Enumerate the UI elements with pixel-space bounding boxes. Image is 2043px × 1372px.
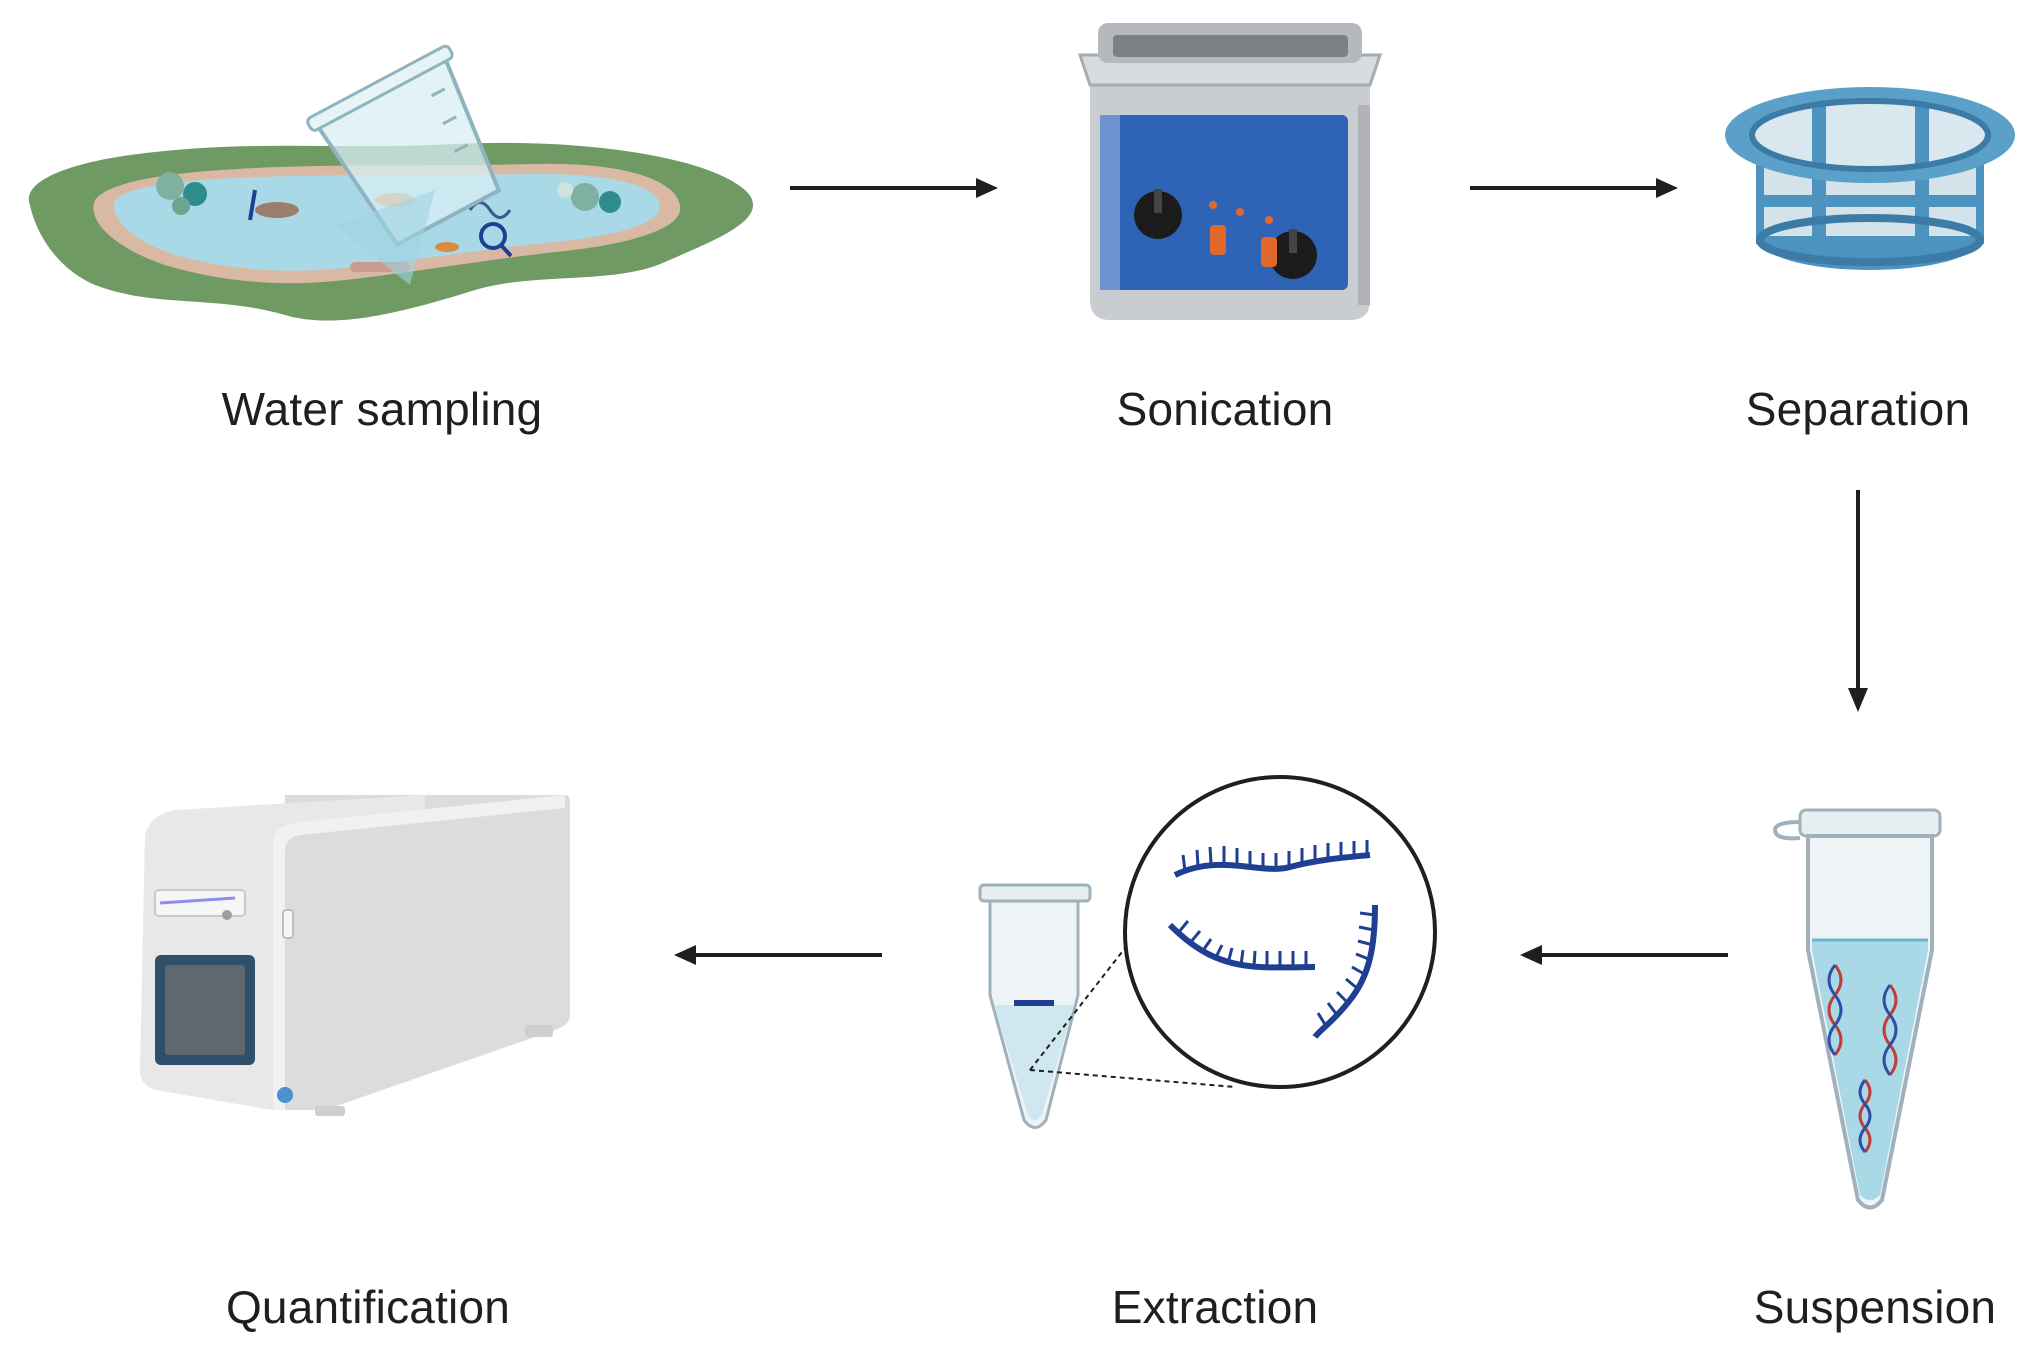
label-separation: Separation — [1745, 383, 1971, 435]
label-sonication: Sonication — [1116, 383, 1334, 435]
label-suspension: Suspension — [1753, 1281, 1997, 1333]
tube-with-dna-illustration — [1772, 808, 1942, 1210]
arrow-sampling-to-sonication — [790, 178, 998, 198]
arrow-suspension-to-extraction — [1520, 945, 1728, 965]
pond-sampling-illustration — [28, 44, 754, 321]
quantification-instrument-illustration — [140, 795, 570, 1116]
arrow-separation-to-suspension — [1848, 490, 1868, 712]
extraction-tube-with-zoom-illustration — [978, 775, 1437, 1129]
label-extraction: Extraction — [1111, 1281, 1319, 1333]
label-quantification: Quantification — [225, 1281, 511, 1333]
arrow-sonication-to-separation — [1470, 178, 1678, 198]
ultrasonic-bath-illustration — [1077, 23, 1383, 320]
arrow-extraction-to-quantification — [674, 945, 882, 965]
sieve-illustration — [1725, 87, 2015, 270]
label-water-sampling: Water sampling — [221, 383, 543, 435]
